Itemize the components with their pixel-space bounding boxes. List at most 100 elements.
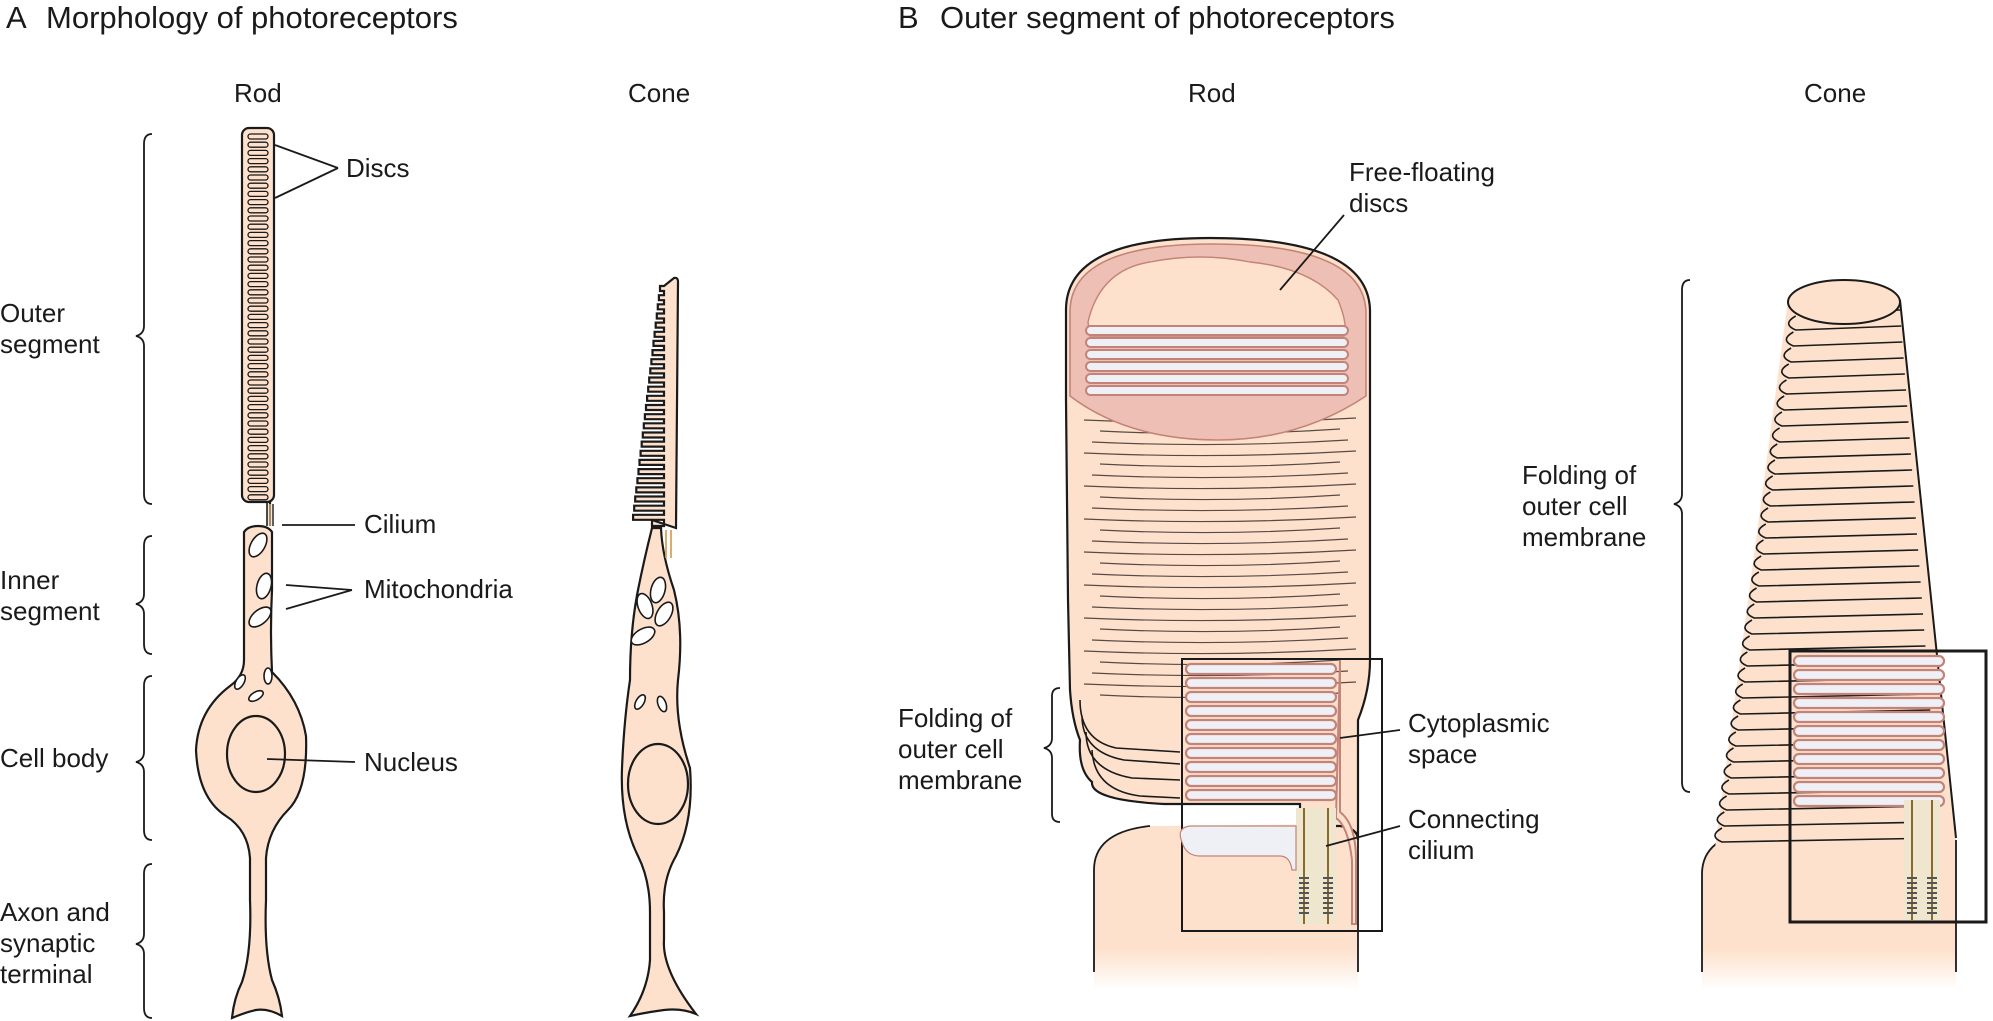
label-cilium: Cilium: [364, 509, 436, 539]
cone-fold: [1769, 443, 1911, 459]
panel-a-letter: A: [6, 0, 27, 35]
framed-disc: [1184, 732, 1338, 746]
label-free-floating-1: Free-floating: [1349, 157, 1495, 187]
rod-disc: [247, 338, 269, 345]
cone-fold: [1725, 747, 1934, 763]
panel-a-rod-heading: Rod: [234, 78, 282, 108]
rod-disc: [247, 313, 269, 321]
region-axon-line1: Axon and: [0, 897, 110, 927]
rod-disc: [247, 428, 269, 435]
rod-membrane-line: [1099, 560, 1341, 567]
cone-fold: [1760, 507, 1916, 523]
panel-b-rod-heading: Rod: [1188, 78, 1236, 108]
rod-disc-stack: [247, 133, 269, 501]
rod-disc: [247, 231, 269, 239]
rod-outer-segment-detail: [1064, 236, 1383, 990]
rod-disc: [247, 395, 269, 403]
free-floating-disc: [1085, 385, 1349, 396]
cone-fold: [1721, 779, 1937, 795]
cone-fold: [1764, 475, 1914, 491]
rod-membrane-line: [1083, 450, 1357, 457]
label-folding-rod-1: Folding of: [898, 703, 1013, 733]
rod-basal-body: [1299, 877, 1333, 914]
rod-disc: [247, 354, 269, 362]
rod-disc: [247, 379, 269, 386]
rod-zoom-frame: [1181, 658, 1383, 932]
cone-fold: [1757, 523, 1917, 539]
label-folding-rod-2: outer cell: [898, 734, 1004, 764]
cone-fold: [1767, 459, 1913, 475]
rod-disc: [247, 256, 269, 263]
cone-fold: [1778, 379, 1907, 395]
framed-disc: [1184, 746, 1338, 760]
region-inner-line1: Inner: [0, 565, 60, 595]
framed-disc: [1184, 774, 1338, 788]
cone-framed-disc: [1792, 710, 1946, 724]
cone-fold: [1732, 699, 1931, 715]
rod-base-fold: [1179, 825, 1297, 871]
cone-fold: [1739, 651, 1927, 667]
brace-outer-segment: [135, 133, 153, 505]
rod-membrane-line: [1099, 593, 1341, 600]
brace-rod-folding: [1043, 687, 1061, 823]
cone-fold: [1751, 571, 1921, 587]
rod-membrane-line: [1091, 637, 1349, 644]
cone-fold: [1734, 683, 1930, 699]
rod-membrane-line: [1099, 527, 1341, 534]
rod-disc: [247, 289, 269, 296]
rod-disc: [247, 494, 269, 501]
rod-membrane-line: [1099, 461, 1341, 468]
rod-disc: [247, 387, 269, 394]
rod-membrane-line: [1083, 516, 1357, 523]
label-mitochondria: Mitochondria: [364, 574, 513, 604]
label-free-floating-2: discs: [1349, 188, 1408, 218]
region-outer-line2: segment: [0, 329, 100, 359]
rod-disc: [247, 182, 269, 189]
rod-free-floating-discs: [1085, 325, 1349, 396]
cone-fold: [1723, 763, 1936, 779]
rod-membrane-line: [1091, 505, 1349, 512]
cone-vesicle: [656, 695, 668, 713]
cone-framed-disc: [1792, 668, 1946, 682]
cone-outer-segment-detail: [1701, 279, 1988, 990]
panel-b-cone-heading: Cone: [1804, 78, 1866, 108]
free-floating-disc: [1085, 325, 1349, 336]
cone-fold: [1737, 667, 1928, 683]
region-axon-line3: terminal: [0, 959, 92, 989]
rod-connecting-cilium: [1296, 808, 1336, 924]
label-cytoplasmic-2: space: [1408, 739, 1477, 769]
cone-mitochondrion: [636, 592, 654, 620]
cone-framed-disc: [1792, 724, 1946, 738]
framed-disc: [1184, 690, 1338, 704]
cone-framed-disc: [1792, 752, 1946, 766]
cone-mitochondrion: [630, 626, 656, 646]
cone-right-edge: [1899, 299, 1957, 839]
cone-framed-disc: [1792, 696, 1946, 710]
free-floating-disc: [1085, 349, 1349, 360]
brace-cone-folding: [1673, 279, 1691, 793]
rod-disc: [247, 149, 269, 157]
cone-basal-body: [1907, 877, 1937, 914]
cone-outer-segment: [632, 276, 680, 530]
region-cell-body: Cell body: [0, 743, 108, 773]
rod-disc: [247, 190, 269, 198]
rod-disc: [247, 461, 269, 468]
panel-a-title: Morphology of photoreceptors: [46, 0, 458, 35]
rod-mitochondrion: [248, 532, 268, 558]
cone-framed-disc: [1792, 766, 1946, 780]
framed-disc: [1184, 704, 1338, 718]
cone-fold: [1748, 587, 1922, 603]
framed-disc: [1184, 662, 1338, 676]
rod-disc: [247, 174, 269, 181]
rod-disc: [247, 198, 269, 206]
brace-axon: [135, 863, 153, 1019]
region-inner-line2: segment: [0, 596, 100, 626]
rod-membrane-line: [1091, 472, 1349, 479]
free-floating-disc: [1085, 337, 1349, 348]
cone-fold: [1714, 827, 1941, 843]
rod-disc: [247, 330, 269, 337]
rod-vesicle: [247, 689, 265, 703]
cone-folded-membrane: [1714, 279, 1957, 856]
cone-fold: [1774, 411, 1909, 427]
